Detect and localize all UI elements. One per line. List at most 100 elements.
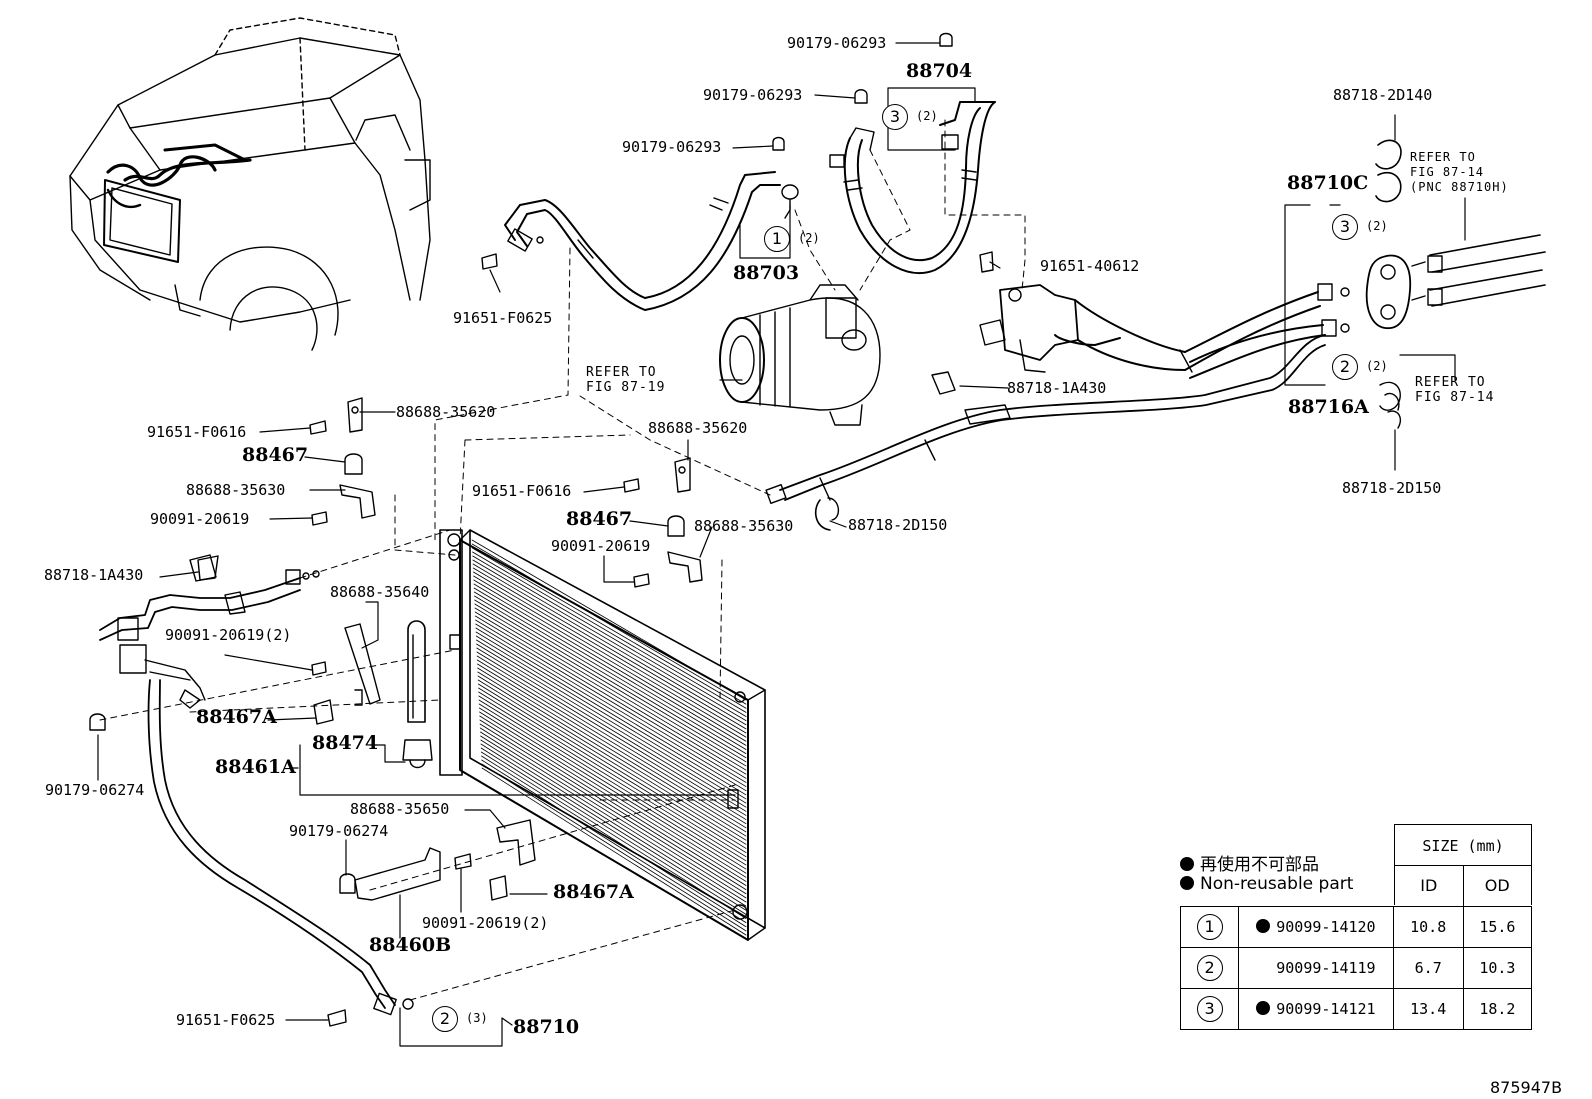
pipe-block-assembly xyxy=(979,283,1350,379)
condenser-fin xyxy=(480,739,747,907)
condenser-fin xyxy=(481,755,747,924)
part-label-88688-35650: 88688-35650 xyxy=(350,800,450,818)
part-label-88716A: 88716A xyxy=(1288,396,1369,418)
callout-quantity: (2) xyxy=(1366,219,1388,233)
callout-quantity: (2) xyxy=(798,231,820,245)
part-label-90179-06274: 90179-06274 xyxy=(45,781,145,799)
condenser-fin xyxy=(475,639,747,804)
condenser-fin xyxy=(479,727,747,895)
condenser-fin xyxy=(473,579,747,742)
condenser-fin xyxy=(471,539,747,701)
id-value: 6.7 xyxy=(1392,947,1464,989)
part-number: 90099-14120 xyxy=(1276,918,1376,936)
condenser-fin xyxy=(476,647,747,812)
o-ring-symbol: 3 xyxy=(1196,996,1223,1022)
part-label-88718-2D140: 88718-2D140 xyxy=(1333,86,1433,104)
part-label-88467A: 88467A xyxy=(553,881,634,903)
condenser-core xyxy=(439,529,766,941)
condenser-fin xyxy=(478,699,747,866)
part-label-91651-F0616: 91651-F0616 xyxy=(472,482,572,500)
callout-quantity: (2) xyxy=(1366,359,1388,373)
condenser-fin xyxy=(473,583,747,746)
condenser-fin xyxy=(475,619,747,783)
condenser-fin xyxy=(474,615,747,779)
condenser-fin xyxy=(474,599,747,763)
part-label-91651-F0625: 91651-F0625 xyxy=(176,1011,276,1029)
condenser-fin xyxy=(480,731,747,899)
non-reusable-note-en: Non-reusable part xyxy=(1180,874,1353,894)
condenser-fin xyxy=(474,603,747,767)
symbol-cell: 1 xyxy=(1179,906,1240,948)
condenser-fin xyxy=(471,543,747,705)
part-label-88718-1A430: 88718-1A430 xyxy=(1007,379,1107,397)
vehicle-overview-sketch xyxy=(69,17,431,351)
condenser-fin xyxy=(479,719,747,886)
condenser-fin xyxy=(481,767,747,936)
callout-quantity: (2) xyxy=(916,109,938,123)
condenser-fin xyxy=(472,559,747,722)
receiver-dryer-88474 xyxy=(402,620,433,769)
part-label-88467: 88467 xyxy=(566,508,633,530)
condenser-fin xyxy=(477,671,747,837)
condenser-fin xyxy=(476,659,747,825)
size-header: SIZE (mm) ID OD xyxy=(1394,824,1532,906)
part-label-88704: 88704 xyxy=(906,60,973,82)
brackets-bolts xyxy=(89,32,1401,1027)
callout-o-ring-symbol: 1 xyxy=(764,226,790,252)
part-label-88467: 88467 xyxy=(242,444,309,466)
id-value: 13.4 xyxy=(1392,988,1464,1030)
callout-quantity: (3) xyxy=(466,1011,488,1025)
part-label-91651-F0616: 91651-F0616 xyxy=(147,423,247,441)
condenser-fin xyxy=(474,607,747,771)
condenser-fin xyxy=(476,655,747,820)
condenser-fin xyxy=(471,547,747,709)
condenser-fin xyxy=(478,691,747,858)
right-flange-pipes xyxy=(1365,139,1546,429)
non-reusable-note-jp: 再使用不可部品 xyxy=(1180,850,1319,875)
condenser-fin xyxy=(481,763,747,932)
part-label-88710C: 88710C xyxy=(1287,172,1369,194)
non-reusable-dot-icon xyxy=(1180,876,1194,890)
condenser-fin xyxy=(479,715,747,882)
condenser-fin xyxy=(472,563,747,726)
callout-o-ring-symbol: 2 xyxy=(1332,354,1358,380)
part-label-90179-06274: 90179-06274 xyxy=(289,822,389,840)
part-number: 90099-14119 xyxy=(1276,959,1376,977)
symbol-cell: 3 xyxy=(1179,988,1240,1030)
condenser-fin xyxy=(472,555,747,717)
condenser-fin xyxy=(475,627,747,792)
condenser-fin xyxy=(477,683,747,849)
condenser-fin xyxy=(477,679,747,845)
od-value: 15.6 xyxy=(1462,906,1533,948)
condenser-fin xyxy=(473,575,747,738)
part-label-88467A: 88467A xyxy=(196,706,277,728)
condenser-fin xyxy=(480,743,747,911)
condenser-fin xyxy=(478,703,747,870)
condenser-fin xyxy=(481,759,747,928)
figure-number: 875947B xyxy=(1490,1078,1563,1097)
part-label-88710: 88710 xyxy=(513,1016,580,1038)
part-label-90179-06293: 90179-06293 xyxy=(622,138,722,156)
part-label-90179-06293: 90179-06293 xyxy=(703,86,803,104)
condenser-fin xyxy=(475,635,747,800)
condenser-fin xyxy=(477,675,747,841)
non-reusable-dot-icon xyxy=(1256,1001,1271,1015)
condenser-fin xyxy=(473,587,747,750)
o-ring-symbol: 1 xyxy=(1196,914,1223,940)
symbol-cell: 2 xyxy=(1179,947,1240,989)
liquid-pipe-88716A xyxy=(765,334,1326,531)
part-label-90179-06293: 90179-06293 xyxy=(787,34,887,52)
suction-hose-88704 xyxy=(829,101,996,275)
condenser-fin xyxy=(477,663,747,829)
condenser-fin xyxy=(473,571,747,734)
condenser-fin xyxy=(478,695,747,862)
part-label-88460B: 88460B xyxy=(369,934,452,956)
condenser-fin xyxy=(476,651,747,816)
part-label-88703: 88703 xyxy=(733,262,800,284)
part-label-88718-2D150: 88718-2D150 xyxy=(1342,479,1442,497)
liquid-pipe-88710 xyxy=(99,555,414,1016)
part-number-cell: 90099-14120 xyxy=(1238,906,1394,948)
